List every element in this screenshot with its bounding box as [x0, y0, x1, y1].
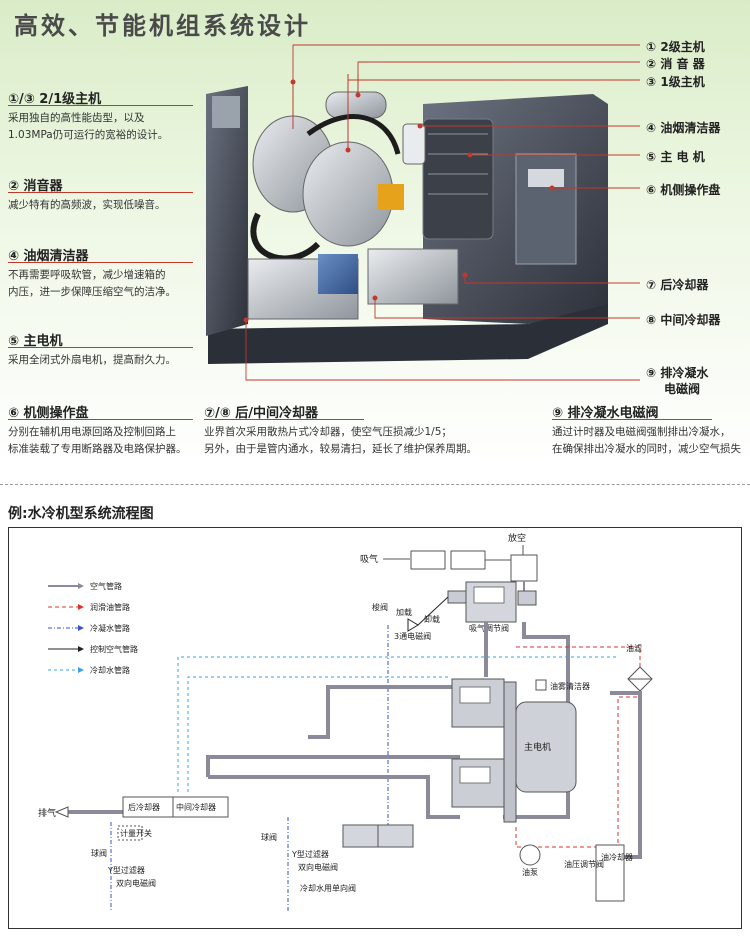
- feature-text: 业界首次采用散热片式冷却器，使空气压损减少1/5；: [204, 426, 452, 438]
- callout-leader-lines: [243, 44, 640, 381]
- oil-pump: [519, 844, 541, 866]
- divider: [8, 192, 193, 193]
- feature-title-stages: ①/③ 2/1级主机: [8, 92, 102, 107]
- label-check-valve: 梭阀: [372, 602, 388, 612]
- callout-drain-2: 电磁阀: [664, 382, 701, 396]
- main-motor-drawing: [422, 118, 494, 240]
- intake-valve: [450, 550, 486, 570]
- label-exhaust: 排气: [38, 807, 56, 819]
- label-three-way: 3通电磁阀: [394, 631, 431, 641]
- intake-filter: [410, 550, 446, 570]
- feature-text: 采用全闭式外扇电机，提高耐久力。: [8, 354, 176, 366]
- feature-title-panel: ⑥ 机侧操作盘: [8, 406, 89, 421]
- label-oil-pump: 油泵: [522, 867, 538, 877]
- divider: [8, 262, 193, 263]
- feature-title-silencer: ② 消音器: [8, 179, 63, 194]
- callout-stage2: ① 2级主机: [646, 40, 705, 54]
- feature-title-oil-mist: ④ 油烟清洁器: [8, 249, 89, 264]
- feature-text: 内压，进一步保障压缩空气的洁净。: [8, 286, 176, 298]
- label-load: 加载: [396, 607, 412, 617]
- divider: [204, 419, 364, 420]
- label-cooling-check: 冷却水用单向阀: [300, 883, 356, 893]
- divider: [8, 105, 193, 106]
- machine-illustration: [206, 74, 608, 364]
- label-inter-cooler: 中间冷却器: [176, 802, 216, 812]
- feature-text: 通过计时器及电磁阀强制排出冷凝水，: [552, 426, 731, 438]
- feature-title-coolers: ⑦/⑧ 后/中间冷却器: [204, 406, 319, 421]
- diagram-title: 例:水冷机型系统流程图: [8, 506, 154, 522]
- legend-oil: 润滑油管路: [90, 602, 130, 612]
- label-solenoid-2: 双向电磁阀: [298, 862, 338, 872]
- feature-text: 标准装载了专用断路器及电路保护器。: [8, 443, 187, 455]
- left-panel: [206, 86, 248, 336]
- oil-mist-cleaner-drawing: [402, 123, 426, 165]
- label-ball-valve-1: 球阀: [91, 848, 107, 858]
- callout-oil-mist: ④ 油烟清洁器: [646, 121, 721, 135]
- callout-stage1: ③ 1级主机: [646, 75, 705, 89]
- feature-text: 不再需要呼吸软管，减少增速箱的: [8, 269, 166, 281]
- page-title: 高效、节能机组系统设计: [14, 12, 311, 40]
- after-cooler-drawing: [367, 248, 459, 305]
- label-main-motor: 主电机: [524, 741, 551, 753]
- feature-text: 分别在辅机用电源回路及控制回路上: [8, 426, 176, 438]
- label-intake-regulator: 吸气调节阀: [469, 623, 509, 633]
- label-ball-valve-2: 球阀: [261, 832, 277, 842]
- main-motor-block: [515, 701, 577, 793]
- oil-cooler: [595, 844, 625, 902]
- air-path: [68, 622, 570, 819]
- label-oil-pressure-valve: 油压调节阀: [564, 859, 604, 869]
- label-solenoid-1: 双向电磁阀: [116, 878, 156, 888]
- label-vent: 放空: [508, 532, 526, 544]
- feature-text: 另外，由于是管内通水，较易清扫，延长了维护保养周期。: [204, 443, 477, 455]
- feature-title-drain: ⑨ 排冷凝水电磁阀: [552, 406, 659, 421]
- label-intake: 吸气: [360, 553, 378, 565]
- feature-text: 1.03MPa仍可运行的宽裕的设计。: [8, 129, 169, 141]
- feature-text: 采用独自的高性能齿型，以及: [8, 112, 145, 124]
- label-unload: 卸载: [424, 614, 440, 624]
- callout-drain: ⑨ 排冷凝水: [646, 366, 709, 380]
- legend-control: 控制空气管路: [90, 644, 138, 654]
- label-y-filter-2: Y型过滤器: [291, 849, 329, 859]
- divider: [8, 419, 193, 420]
- legend-condensate: 冷凝水管路: [90, 623, 130, 633]
- label-oil-filter: 油滤: [626, 643, 642, 653]
- timer-switch: [117, 825, 143, 841]
- vent-grille: [212, 96, 240, 128]
- panel-display: [528, 169, 564, 187]
- callout-inter-cooler: ⑧ 中间冷却器: [646, 313, 721, 327]
- feature-text: 减少特有的高频波，实现低噪音。: [8, 199, 166, 211]
- callout-after-cooler: ⑦ 后冷却器: [646, 278, 709, 292]
- section-separator: [0, 484, 750, 485]
- callout-panel: ⑥ 机侧操作盘: [646, 183, 721, 197]
- label-y-filter-1: Y型过滤器: [107, 865, 145, 875]
- feature-text: 在确保排出冷凝水的同时，减少空气损失: [552, 443, 741, 455]
- gearbox: [503, 681, 517, 823]
- blue-housing: [318, 254, 358, 294]
- vent-silencer: [510, 554, 538, 582]
- label-oil-cooler: 油冷却器: [601, 852, 633, 862]
- label-timer: 计量开关: [120, 828, 152, 838]
- legend: 空气管路 润滑油管路 冷凝水管路 控制空气管路 冷却水管路: [48, 581, 138, 675]
- flow-diagram: 空气管路 润滑油管路 冷凝水管路 控制空气管路 冷却水管路 吸气 放空 吸气调节…: [38, 532, 653, 912]
- base-frame: [208, 299, 608, 364]
- divider: [8, 347, 193, 348]
- yellow-filter: [378, 184, 404, 210]
- feature-title-motor: ⑤ 主电机: [8, 334, 63, 349]
- divider: [552, 419, 712, 420]
- label-oil-mist: 油雾清洁器: [550, 681, 590, 691]
- label-after-cooler: 后冷却器: [128, 802, 160, 812]
- callout-silencer: ② 消 音 器: [646, 57, 705, 71]
- legend-cooling: 冷却水管路: [90, 665, 130, 675]
- legend-air: 空气管路: [90, 581, 122, 591]
- callout-motor: ⑤ 主 电 机: [646, 150, 705, 164]
- inter-cooler-block: [172, 796, 229, 818]
